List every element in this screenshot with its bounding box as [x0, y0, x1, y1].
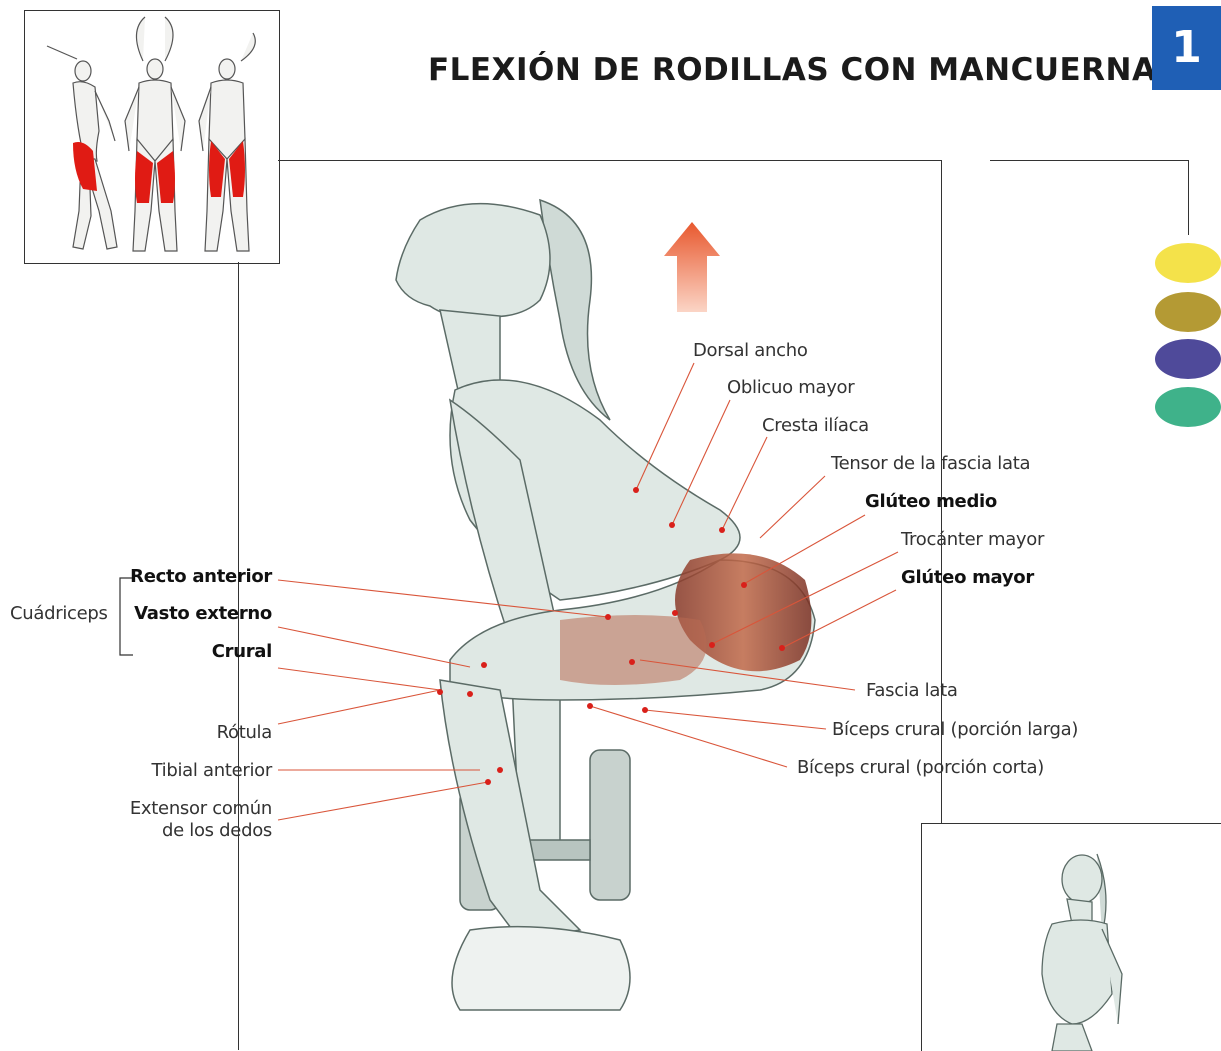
- label-trocanter-mayor: Trocánter mayor: [901, 529, 1044, 550]
- label-crural: Crural: [120, 641, 272, 662]
- label-vasto-externo: Vasto externo: [120, 603, 272, 624]
- label-rotula: Rótula: [110, 722, 272, 743]
- standing-figure-inset: [921, 823, 1221, 1051]
- label-cresta-iliaca: Cresta ilíaca: [762, 415, 869, 436]
- arrow-up-icon: [664, 222, 720, 312]
- label-gluteo-mayor: Glúteo mayor: [901, 567, 1034, 588]
- label-extensor-line2: de los dedos: [80, 820, 272, 841]
- label-dorsal-ancho: Dorsal ancho: [693, 340, 808, 361]
- standing-figure: [922, 824, 1221, 1051]
- label-biceps-corta: Bíceps crural (porción corta): [797, 757, 1044, 778]
- label-gluteo-medio: Glúteo medio: [865, 491, 997, 512]
- label-recto-anterior: Recto anterior: [120, 566, 272, 587]
- label-tibial-anterior: Tibial anterior: [80, 760, 272, 781]
- label-biceps-larga: Bíceps crural (porción larga): [832, 719, 1078, 740]
- cuadriceps-group-label: Cuádriceps: [10, 603, 108, 624]
- label-oblicuo-mayor: Oblicuo mayor: [727, 377, 854, 398]
- label-extensor-line1: Extensor común: [80, 798, 272, 819]
- label-fascia-lata: Fascia lata: [866, 680, 958, 701]
- label-tensor-fascia-lata: Tensor de la fascia lata: [831, 453, 1030, 474]
